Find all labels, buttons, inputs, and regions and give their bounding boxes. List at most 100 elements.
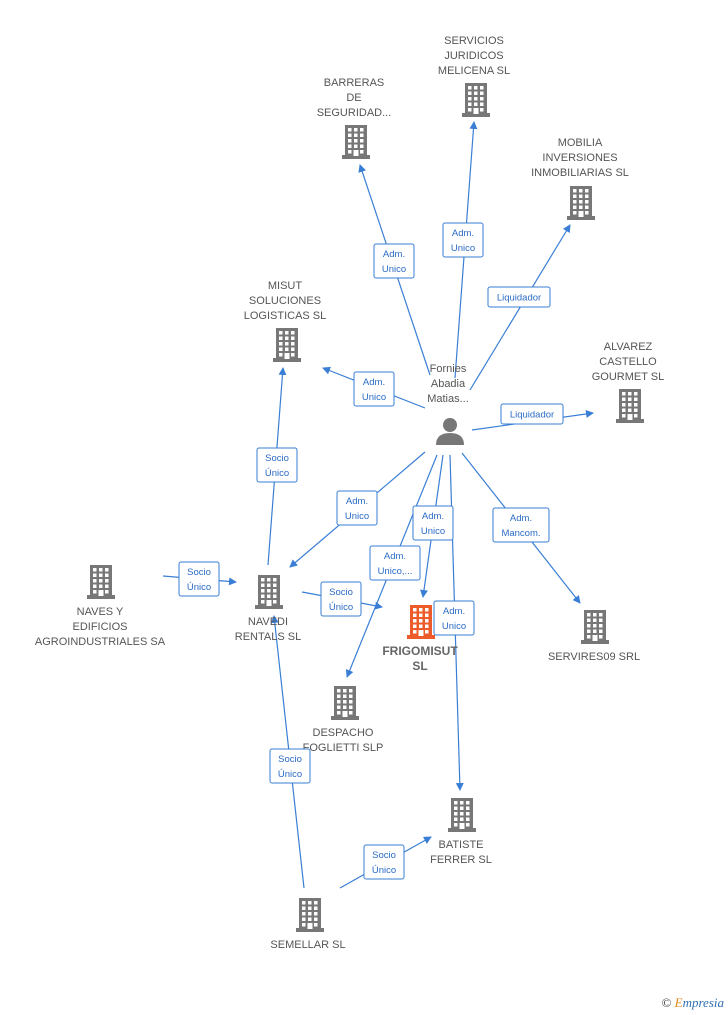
brand-rest: mpresia [682,995,724,1010]
node-servicios[interactable]: SERVICIOS JURIDICOS MELICENA SL [438,35,510,117]
node-label: JURIDICOS [444,50,503,62]
node-label: BATISTE [438,839,483,851]
nodes-layer: SERVICIOS JURIDICOS MELICENA SL BARRERASDES… [35,35,664,951]
copyright-icon: © [661,995,672,1010]
edge-label-box [336,490,378,526]
edge-label-e-mobilia[interactable]: Liquidador [487,286,551,308]
edge-label-box [369,545,421,581]
node-label: RENTALS SL [235,631,301,643]
node-label: MELICENA SL [438,65,510,77]
edge-label-box [487,286,551,308]
building-icon [462,83,490,117]
edges-layer [162,121,594,889]
edge-label-text: Único [372,865,396,876]
building-icon [87,565,115,599]
edge-label-e-batiste-fornies[interactable]: Adm. Unico [433,600,475,636]
edge-label-e-despacho[interactable]: Adm. Unico,... [369,545,421,581]
edge-label-text: Adm. [422,511,444,522]
node-semellar[interactable]: SEMELLAR SL [270,898,346,951]
edge-label-text: Único [187,582,211,593]
node-label: EDIFICIOS [72,621,127,633]
edge-label-box [320,581,362,617]
node-label: AGROINDUSTRIALES SA [35,636,166,648]
edge-label-text: Socio [187,567,211,578]
node-label: NAVEDI [248,616,288,628]
node-barreras[interactable]: BARRERASDESEGURIDAD... [317,77,392,159]
node-label: NAVES Y [77,606,124,618]
node-fornies[interactable]: ForniesAbadiaMatias... [427,363,469,445]
node-label: DESPACHO [313,727,374,739]
brand-initial: E [674,995,683,1010]
edge-label-text: Unico [442,621,466,632]
edge-label-text: Adm. [452,228,474,239]
edge-label-text: Socio [278,754,302,765]
edge-label-box [412,505,454,541]
node-naves[interactable]: NAVES Y EDIFICIOS AGROINDUSTRIALES SA [35,565,166,648]
edge-label-box [500,403,564,425]
node-label: MISUT [268,280,303,292]
edge-label-e-navedi-fornies[interactable]: Adm.Unico [336,490,378,526]
node-label: Abadia [431,378,466,390]
node-label: FRIGOMISUT [382,644,458,658]
edge-label-text: Socio [265,453,289,464]
node-label: SL [412,659,427,673]
node-label: INVERSIONES [542,152,617,164]
node-label: INMOBILIARIAS SL [531,167,629,179]
edge-labels-layer: Adm.UnicoAdm.UnicoLiquidadorAdm.UnicoLiq… [178,222,564,880]
edge-label-text: Unico [451,243,475,254]
node-label: GOURMET SL [592,371,665,383]
edge-label-text: Socio [372,850,396,861]
node-label: FERRER SL [430,854,492,866]
edge-label-text: Unico [421,526,445,537]
edge-label-e-alvarez[interactable]: Liquidador [500,403,564,425]
node-label: SERVICIOS [444,35,504,47]
edge-label-box [178,561,220,597]
edge-label-text: Unico [345,511,369,522]
node-batiste[interactable]: BATISTE FERRER SL [430,798,492,866]
node-label: SEMELLAR SL [270,939,345,951]
edge-label-text: Unico,... [378,566,413,577]
edge-label-text: Liquidador [510,410,554,421]
edge-label-text: Unico [362,392,386,403]
edge-label-text: Mancom. [501,528,540,539]
edge-label-text: Adm. [510,513,532,524]
edge-label-text: Adm. [443,606,465,617]
edge-label-text: Único [265,468,289,479]
edge-label-box [433,600,475,636]
node-despacho[interactable]: DESPACHO FOGLIETTI SLP [303,686,384,754]
edge-label-text: Adm. [383,249,405,260]
edge-label-box [269,748,311,784]
edge-label-box [353,371,395,407]
node-alvarez[interactable]: ALVAREZ CASTELLO GOURMET SL [592,341,665,423]
node-label: MOBILIA [558,137,603,149]
building-icon [616,389,644,423]
node-servires[interactable]: SERVIRES09 SRL [548,610,640,663]
building-icon [331,686,359,720]
edge-label-e-barreras[interactable]: Adm. Unico [373,243,415,279]
edge-label-e-servires[interactable]: Adm. Mancom. [492,507,550,543]
edge-label-text: Adm. [384,551,406,562]
edge-label-e-frigo[interactable]: Adm. Unico [412,505,454,541]
node-misut[interactable]: MISUT SOLUCIONES LOGISTICAS SL [244,280,327,362]
building-icon [273,328,301,362]
edge-label-text: Unico [382,264,406,275]
node-label: FOGLIETTI SLP [303,742,384,754]
edge-label-box [363,844,405,880]
node-label: LOGISTICAS SL [244,310,327,322]
node-label: SERVIRES09 SRL [548,651,640,663]
edge-label-e-servicios[interactable]: Adm. Unico [442,222,484,258]
node-label: ALVAREZ [604,341,653,353]
node-label: CASTELLO [599,356,657,368]
node-navedi[interactable]: NAVEDI RENTALS SL [235,575,301,643]
building-icon [296,898,324,932]
node-label: SOLUCIONES [249,295,321,307]
node-label: DE [346,92,361,104]
edge-label-e-misut[interactable]: Adm.Unico [353,371,395,407]
node-mobilia[interactable]: MOBILIA INVERSIONES INMOBILIARIAS SL [531,137,629,220]
